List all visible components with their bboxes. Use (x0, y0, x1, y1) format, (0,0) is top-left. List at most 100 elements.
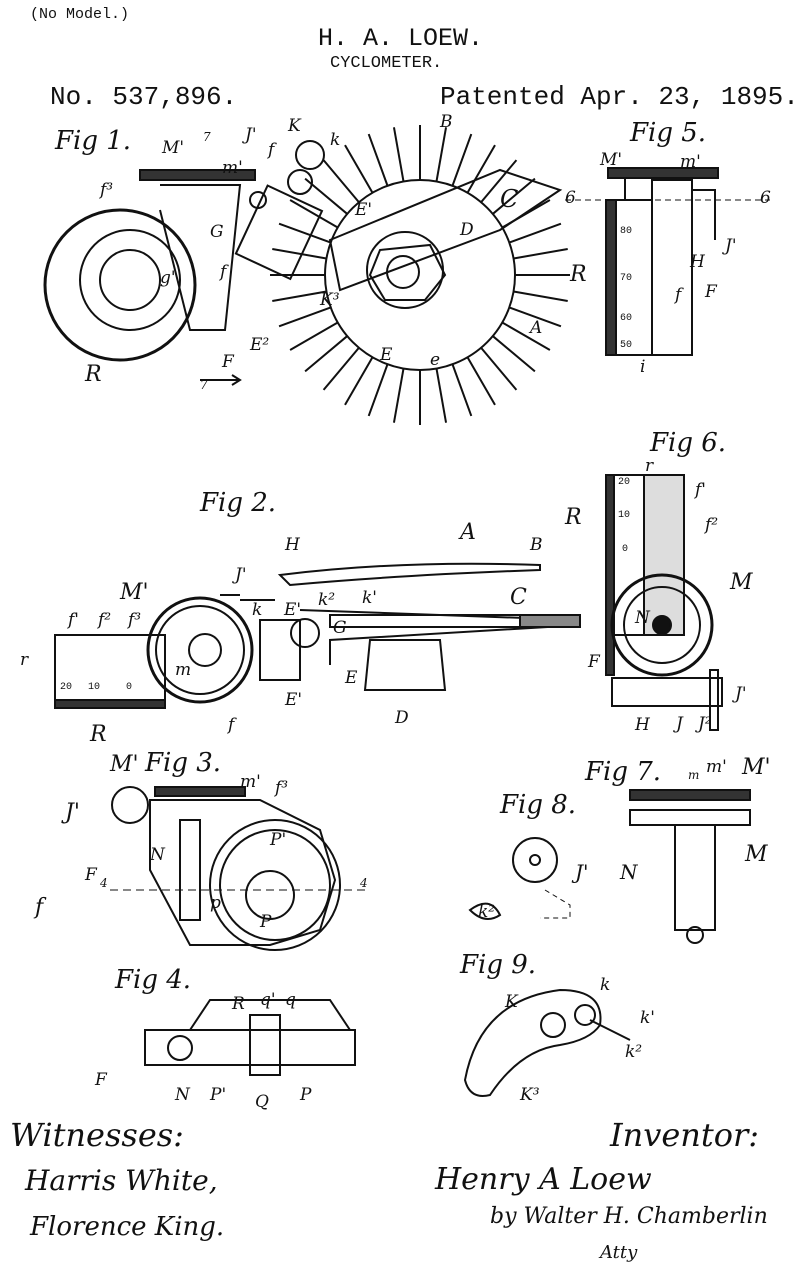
ref-letter: E' (355, 200, 373, 220)
ref-letter: P (300, 1085, 312, 1105)
ref-letter: 4 (100, 876, 108, 890)
ref-letter: C (510, 585, 527, 610)
figure-label: Fig 5. (630, 118, 707, 148)
ref-letter: k² (625, 1042, 643, 1062)
ref-letter: k (330, 130, 341, 150)
ref-letter: N (620, 860, 638, 884)
wheel-spoke (322, 347, 360, 391)
ref-letter: J' (725, 236, 737, 256)
figure-label: Fig 8. (500, 790, 577, 820)
ref-letter: m (175, 660, 192, 680)
ref-letter: f³ (275, 778, 289, 798)
ref-letter: M' (110, 752, 139, 777)
ref-letter: 7 (200, 378, 208, 392)
figure-label: Fig 6. (650, 428, 727, 458)
ref-letter: J' (65, 800, 80, 825)
ref-letter: H (635, 715, 650, 735)
figure-3-drawing (110, 786, 370, 951)
witness-signature-2: Florence King. (30, 1212, 225, 1242)
wheel-spoke (492, 335, 536, 373)
figure-label: Fig 4. (115, 965, 192, 995)
wheel-spoke (392, 127, 405, 182)
ref-letter: r (20, 650, 29, 670)
ref-letter: 6 (565, 188, 576, 208)
ref-letter: f (35, 895, 44, 920)
ref-letter: K (288, 116, 301, 136)
ref-letter: P' (210, 1085, 227, 1105)
ref-letter: k² (318, 590, 336, 610)
attorney-signature: by Walter H. Chamberlin (490, 1204, 768, 1229)
ref-letter: K³ (520, 1085, 540, 1105)
ref-letter: r (645, 456, 654, 476)
wheel-spoke (508, 222, 562, 244)
wheel-spoke (304, 335, 348, 373)
ref-letter: M (730, 570, 753, 595)
wheel-spoke (278, 222, 332, 244)
ref-letter: J' (735, 684, 747, 704)
ref-letter: R (232, 994, 245, 1014)
figure-label: Fig 2. (200, 488, 277, 518)
inventor-heading: H. A. LOEW. (318, 24, 484, 53)
figure-1-drawing (43, 125, 570, 425)
ref-letter: R (85, 362, 102, 387)
wheel-spoke (289, 199, 339, 229)
wheel-spoke (480, 159, 518, 203)
scale-number: 0 (622, 544, 629, 555)
ref-letter: F (705, 282, 717, 302)
wheel-spoke (508, 306, 562, 328)
scale-number: 10 (88, 682, 101, 693)
ref-letter: P' (270, 830, 287, 850)
inventor-signature: Henry A Loew (435, 1162, 652, 1197)
wheel-spoke (344, 356, 374, 406)
wheel-spoke (367, 133, 389, 187)
ref-letter: m' (680, 152, 701, 172)
scale-number: 60 (620, 313, 633, 324)
wheel-spoke (513, 247, 568, 260)
ref-letter: m' (222, 158, 243, 178)
ref-letter: B (530, 535, 543, 555)
ref-letter: N (175, 1085, 190, 1105)
figure-2-drawing (54, 562, 581, 709)
figure-8-drawing (468, 837, 571, 920)
ref-letter: E (345, 668, 358, 688)
ref-letter: E² (250, 335, 270, 355)
ref-letter: R (90, 722, 107, 747)
ref-letter: Q (255, 1092, 269, 1112)
ref-letter: k' (640, 1008, 655, 1028)
scale-number: 20 (618, 477, 631, 488)
wheel-spoke (272, 247, 327, 260)
ref-letter: R (565, 505, 582, 530)
ref-letter: J' (575, 860, 589, 884)
wheel-spoke (451, 133, 473, 187)
ref-letter: E (380, 345, 393, 365)
ref-letter: k (252, 600, 263, 620)
attorney-suffix: Atty (600, 1242, 638, 1263)
ref-letter: M' (742, 755, 771, 780)
ref-letter: k' (362, 588, 377, 608)
ref-letter: J² (698, 714, 712, 734)
witnesses-label: Witnesses: (10, 1116, 184, 1154)
ref-letter: J (676, 714, 683, 734)
ref-letter: f (675, 285, 682, 305)
wheel-spoke (367, 363, 389, 417)
ref-letter: F (588, 652, 600, 672)
ref-letter: G (210, 222, 224, 242)
ref-letter: A (460, 520, 476, 545)
wheel-spoke (466, 144, 496, 194)
ref-letter: E' (284, 600, 302, 620)
ref-letter: 6 (760, 188, 771, 208)
ref-letter: M' (162, 138, 185, 158)
ref-letter: G (333, 618, 347, 638)
ref-letter: m' (240, 772, 261, 792)
ref-letter: f (220, 262, 227, 282)
wheel-spoke (480, 347, 518, 391)
ref-letter: M' (600, 150, 623, 170)
figure-6-drawing (605, 474, 723, 731)
ref-letter: m' (706, 757, 727, 777)
ref-letter: D (460, 220, 474, 240)
figure-5-drawing (565, 167, 770, 356)
ref-letter: g' (160, 268, 176, 288)
wheel-spoke (272, 290, 327, 303)
inventor-label: Inventor: (610, 1116, 760, 1154)
ref-letter: K (505, 992, 518, 1012)
